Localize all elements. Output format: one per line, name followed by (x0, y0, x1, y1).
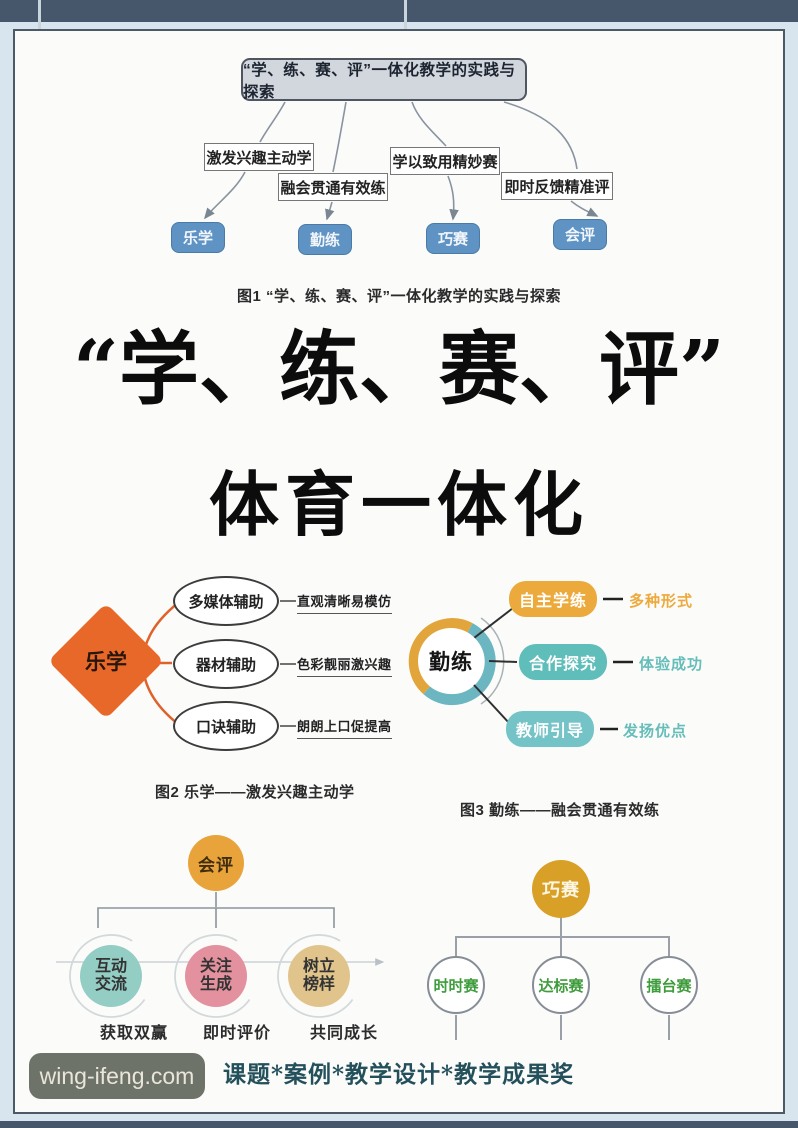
fig1-branch-label-4: 即时反馈精准评 (501, 172, 613, 200)
fig3-center-node: 勤练 (418, 628, 484, 694)
fig5-node-3: 擂台赛 (640, 956, 698, 1014)
fig3-node-3: 教师引导 (506, 711, 594, 747)
frame-divider-right (404, 0, 407, 29)
fig2-node-2: 器材辅助 (173, 639, 279, 689)
fig4-center-node: 会评 (188, 835, 244, 891)
bottom-frame-bar (0, 1121, 798, 1128)
fig1-branch-label-3: 学以致用精妙赛 (390, 147, 500, 175)
fig4-desc-1: 获取双赢 (100, 1025, 169, 1042)
fig1-node-qiaosai: 巧赛 (426, 223, 480, 254)
fig5-node-2: 达标赛 (532, 956, 590, 1014)
poster-title-line1: “学、练、赛、评” (72, 322, 726, 416)
footer-tagline: 课题*案例*教学设计*教学成果奖 (223, 1061, 575, 1088)
fig3-node-1: 自主学练 (509, 581, 597, 617)
fig2-caption: 图2 乐学——激发兴趣主动学 (155, 784, 355, 801)
fig2-desc-2: 色彩靓丽激兴趣 (297, 654, 392, 677)
fig1-root-node: “学、练、赛、评”一体化教学的实践与探索 (241, 58, 527, 101)
connector-lines (56, 101, 670, 1040)
fig1-node-qinlian: 勤练 (298, 224, 352, 255)
fig3-desc-1: 多种形式 (629, 593, 694, 610)
fig5-center-node: 巧赛 (532, 860, 590, 918)
fig4-node-2-label: 关注生成 (199, 957, 232, 993)
poster-card: “学、练、赛、评”一体化教学的实践与探索 激发兴趣主动学 融会贯通有效练 学以致… (13, 29, 785, 1114)
fig4-node-2: 关注生成 (185, 945, 247, 1007)
frame-divider-left (38, 0, 41, 29)
fig2-node-1: 多媒体辅助 (173, 576, 279, 626)
fig4-node-1-label: 互动交流 (94, 957, 127, 993)
fig3-node-2: 合作探究 (519, 644, 607, 680)
fig4-desc-2: 即时评价 (203, 1025, 272, 1042)
fig4-desc-3: 共同成长 (310, 1025, 379, 1042)
fig3-desc-2: 体验成功 (639, 656, 704, 673)
fig4-node-1: 互动交流 (80, 945, 142, 1007)
fig1-caption: 图1 “学、练、赛、评”一体化教学的实践与探索 (236, 288, 561, 305)
fig1-node-huiping: 会评 (553, 219, 607, 250)
poster-title-line2: 体育一体化 (209, 463, 589, 546)
watermark-badge: wing-ifeng.com (29, 1053, 205, 1099)
fig2-desc-1: 直观清晰易模仿 (297, 591, 392, 614)
fig5-node-1: 时时赛 (427, 956, 485, 1014)
fig2-desc-3: 朗朗上口促提高 (297, 716, 392, 739)
fig4-node-3-label: 树立榜样 (302, 957, 335, 993)
fig1-branch-label-1: 激发兴趣主动学 (204, 143, 314, 171)
fig1-branch-label-2: 融会贯通有效练 (278, 173, 388, 201)
fig2-node-3: 口诀辅助 (173, 701, 279, 751)
fig2-center-label: 乐学 (85, 651, 127, 674)
fig3-desc-3: 发扬优点 (623, 723, 688, 740)
top-frame-bar (0, 0, 798, 22)
fig1-node-lexue: 乐学 (171, 222, 225, 253)
fig4-node-3: 树立榜样 (288, 945, 350, 1007)
fig3-caption: 图3 勤练——融会贯通有效练 (460, 802, 660, 819)
